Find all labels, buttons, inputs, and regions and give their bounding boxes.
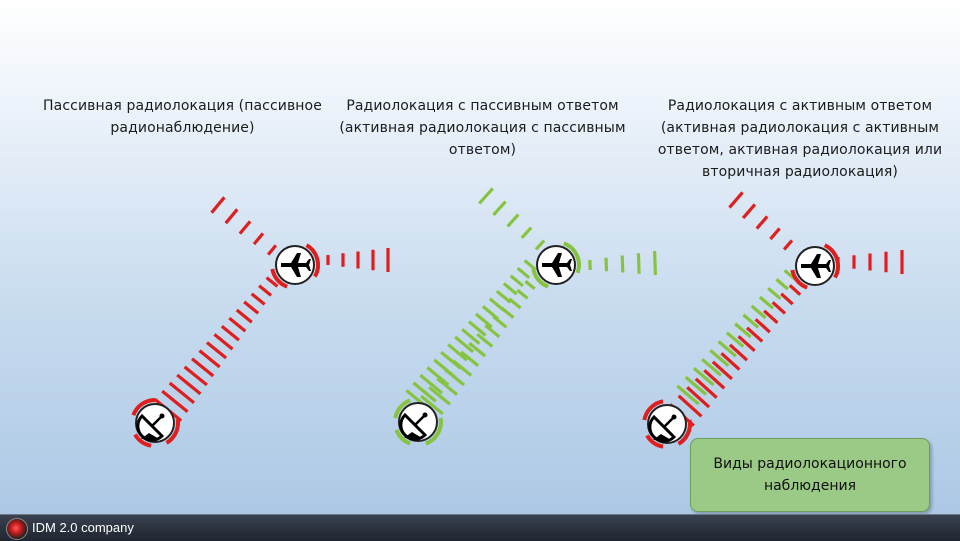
wave-1-upper bbox=[212, 197, 276, 254]
wave-dash bbox=[525, 261, 536, 270]
wave-dash bbox=[237, 310, 252, 322]
wave-dash bbox=[497, 291, 511, 302]
wave-dash bbox=[729, 192, 742, 207]
wave-dash bbox=[462, 329, 479, 343]
company-name: IDM 2.0 company bbox=[32, 520, 134, 535]
wave-dash bbox=[192, 359, 213, 376]
wave-2-upper bbox=[479, 189, 544, 250]
wave-dash bbox=[790, 285, 800, 294]
wave-dash bbox=[773, 302, 785, 313]
wave-dash bbox=[244, 302, 258, 313]
wave-dash bbox=[536, 241, 544, 250]
wave-dash bbox=[622, 256, 623, 273]
radar-types-note: Виды радиолокационного наблюдения bbox=[690, 438, 930, 512]
wave-dash bbox=[784, 240, 792, 249]
wave-dash bbox=[453, 361, 471, 376]
wave-dash bbox=[493, 317, 506, 328]
wave-2-up bbox=[406, 261, 535, 410]
wave-dash bbox=[207, 342, 226, 358]
wave-dash bbox=[226, 209, 238, 223]
wave-dash bbox=[638, 253, 639, 273]
wave-dash bbox=[509, 299, 520, 308]
wave-dash bbox=[214, 334, 232, 349]
wave-dash bbox=[757, 216, 767, 228]
wave-dash bbox=[504, 283, 517, 294]
wave-dash bbox=[476, 314, 492, 327]
wave-dash bbox=[254, 233, 263, 244]
wave-2-down bbox=[421, 281, 534, 414]
wave-dash bbox=[485, 325, 499, 336]
wave-dash bbox=[493, 202, 505, 215]
footer-bar: IDM 2.0 company bbox=[0, 514, 960, 541]
wave-dash bbox=[259, 286, 271, 296]
wave-dash bbox=[268, 245, 276, 254]
wave-dash bbox=[770, 228, 779, 239]
wave-dash bbox=[522, 228, 531, 238]
wave-dash bbox=[469, 322, 486, 336]
wave-dash bbox=[511, 276, 523, 286]
wave-1-down bbox=[155, 278, 278, 421]
wave-dash bbox=[655, 251, 656, 275]
wave-dash bbox=[743, 204, 755, 218]
wave-3-upper bbox=[729, 192, 791, 249]
wave-dash bbox=[212, 197, 225, 212]
wave-dash bbox=[768, 288, 780, 298]
company-logo-icon bbox=[6, 518, 28, 540]
wave-dash bbox=[200, 351, 220, 367]
wave-dash bbox=[479, 189, 492, 204]
wave-dash bbox=[501, 308, 513, 318]
wave-dash bbox=[776, 279, 787, 289]
wave-dash bbox=[229, 318, 245, 331]
wave-2-right bbox=[590, 251, 656, 275]
wave-dash bbox=[518, 268, 529, 278]
wave-dash bbox=[240, 221, 250, 233]
wave-3-up bbox=[677, 270, 795, 404]
wave-dash bbox=[781, 294, 792, 304]
wave-dash bbox=[517, 290, 527, 298]
wave-dash bbox=[508, 215, 519, 227]
wave-dash bbox=[252, 294, 265, 305]
wave-1-right bbox=[328, 248, 388, 272]
wave-dash bbox=[222, 326, 239, 340]
wave-dash bbox=[760, 297, 773, 308]
wave-3-right bbox=[838, 250, 902, 274]
note-text: Виды радиолокационного наблюдения bbox=[691, 453, 929, 497]
wave-dash bbox=[525, 281, 534, 289]
